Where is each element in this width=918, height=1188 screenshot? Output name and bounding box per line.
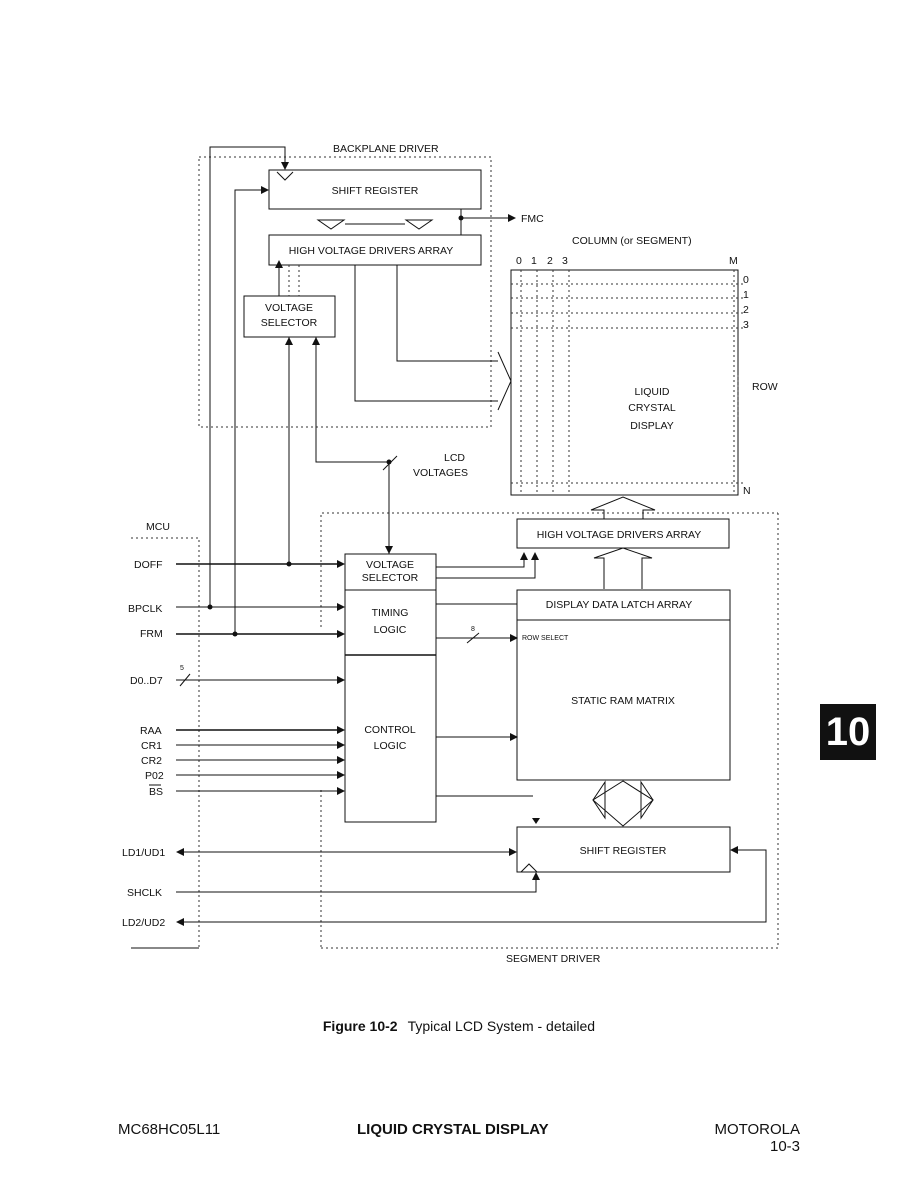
control-logic-line1: CONTROL bbox=[364, 724, 415, 736]
backplane-hv-drivers-label: HIGH VOLTAGE DRIVERS ARRAY bbox=[289, 245, 454, 257]
signal-raa: RAA bbox=[140, 725, 162, 737]
backplane-voltage-selector bbox=[243, 295, 336, 338]
lcd-voltages-line2: VOLTAGES bbox=[413, 467, 468, 479]
segment-hv-drivers-array bbox=[516, 518, 730, 549]
timing-bus-width: 8 bbox=[471, 626, 475, 633]
row-index-2: 2 bbox=[743, 304, 749, 316]
row-index-3: 3 bbox=[743, 319, 749, 331]
signal-shclk: SHCLK bbox=[127, 887, 162, 899]
lcd-label-3: DISPLAY bbox=[630, 420, 674, 432]
signal-d0d7: D0..D7 bbox=[130, 675, 163, 687]
column-index-2: 2 bbox=[547, 255, 553, 267]
chapter-tab: 10 bbox=[820, 704, 876, 760]
lcd-voltages-line1: LCD bbox=[444, 452, 465, 464]
seg-voltage-selector-line1: VOLTAGE bbox=[366, 559, 414, 571]
signal-ld1ud1: LD1/UD1 bbox=[122, 847, 165, 859]
signal-doff: DOFF bbox=[134, 559, 163, 571]
signal-cr2: CR2 bbox=[141, 755, 162, 767]
lcd-label-1: LIQUID bbox=[634, 386, 669, 398]
figure-caption: Figure 10-2 Typical LCD System - detailed bbox=[0, 1018, 918, 1034]
column-index-1: 1 bbox=[531, 255, 537, 267]
row-index-0: 0 bbox=[743, 274, 749, 286]
signal-bs: BS bbox=[149, 786, 163, 798]
segment-hv-drivers-label: HIGH VOLTAGE DRIVERS ARRAY bbox=[537, 529, 702, 541]
signal-ld2ud2: LD2/UD2 bbox=[122, 917, 165, 929]
signal-p02: P02 bbox=[145, 770, 164, 782]
data-bus-width: 5 bbox=[180, 665, 184, 672]
control-logic-line2: LOGIC bbox=[374, 740, 407, 752]
fmc-label: FMC bbox=[521, 213, 544, 225]
segment-shift-register-label: SHIFT REGISTER bbox=[580, 845, 667, 857]
footer-part-number: MC68HC05L11 bbox=[118, 1121, 221, 1138]
footer-page-number: 10-3 bbox=[770, 1138, 801, 1155]
static-ram-label: STATIC RAM MATRIX bbox=[571, 695, 675, 707]
lcd-label-2: CRYSTAL bbox=[628, 402, 676, 414]
column-index-3: 3 bbox=[562, 255, 568, 267]
segment-control-column bbox=[344, 553, 437, 823]
column-index-0: 0 bbox=[516, 255, 522, 267]
backplane-driver-label: BACKPLANE DRIVER bbox=[333, 143, 439, 155]
display-latch-label: DISPLAY DATA LATCH ARRAY bbox=[546, 599, 692, 611]
lcd-system-diagram: BACKPLANE DRIVER SHIFT REGISTER HIGH VOL… bbox=[122, 143, 779, 965]
signal-frm: FRM bbox=[140, 628, 163, 640]
row-index-n: N bbox=[743, 485, 751, 497]
backplane-hv-drivers-array bbox=[268, 234, 482, 266]
segment-shift-register bbox=[516, 826, 731, 873]
footer-right: MOTOROLA 10-3 bbox=[710, 1121, 800, 1155]
mcu-label: MCU bbox=[146, 521, 170, 533]
segment-driver-label: SEGMENT DRIVER bbox=[506, 953, 601, 965]
signal-bpclk: BPCLK bbox=[128, 603, 162, 615]
signal-cr1: CR1 bbox=[141, 740, 162, 752]
liquid-crystal-display bbox=[510, 269, 739, 496]
row-index-1: 1 bbox=[743, 289, 749, 301]
static-ram-block bbox=[516, 589, 731, 781]
figure-title: Typical LCD System - detailed bbox=[407, 1018, 596, 1034]
seg-voltage-selector-line2: SELECTOR bbox=[362, 572, 419, 584]
row-label: ROW bbox=[752, 381, 778, 393]
backplane-shift-register bbox=[268, 169, 482, 210]
figure-number: Figure 10-2 bbox=[322, 1018, 398, 1034]
column-index-m: M bbox=[729, 255, 738, 267]
bp-voltage-selector-line2: SELECTOR bbox=[261, 317, 318, 329]
bp-voltage-selector-line1: VOLTAGE bbox=[265, 302, 313, 314]
footer-company: MOTOROLA bbox=[714, 1121, 801, 1138]
row-select-label: ROW SELECT bbox=[522, 635, 569, 642]
timing-logic-line2: LOGIC bbox=[374, 624, 407, 636]
mcu-boundary bbox=[131, 537, 200, 948]
backplane-driver-region bbox=[198, 156, 492, 428]
column-label: COLUMN (or SEGMENT) bbox=[572, 235, 692, 247]
timing-logic-line1: TIMING bbox=[372, 607, 409, 619]
footer-section-title: LIQUID CRYSTAL DISPLAY bbox=[357, 1121, 549, 1138]
backplane-shift-register-label: SHIFT REGISTER bbox=[332, 185, 419, 197]
